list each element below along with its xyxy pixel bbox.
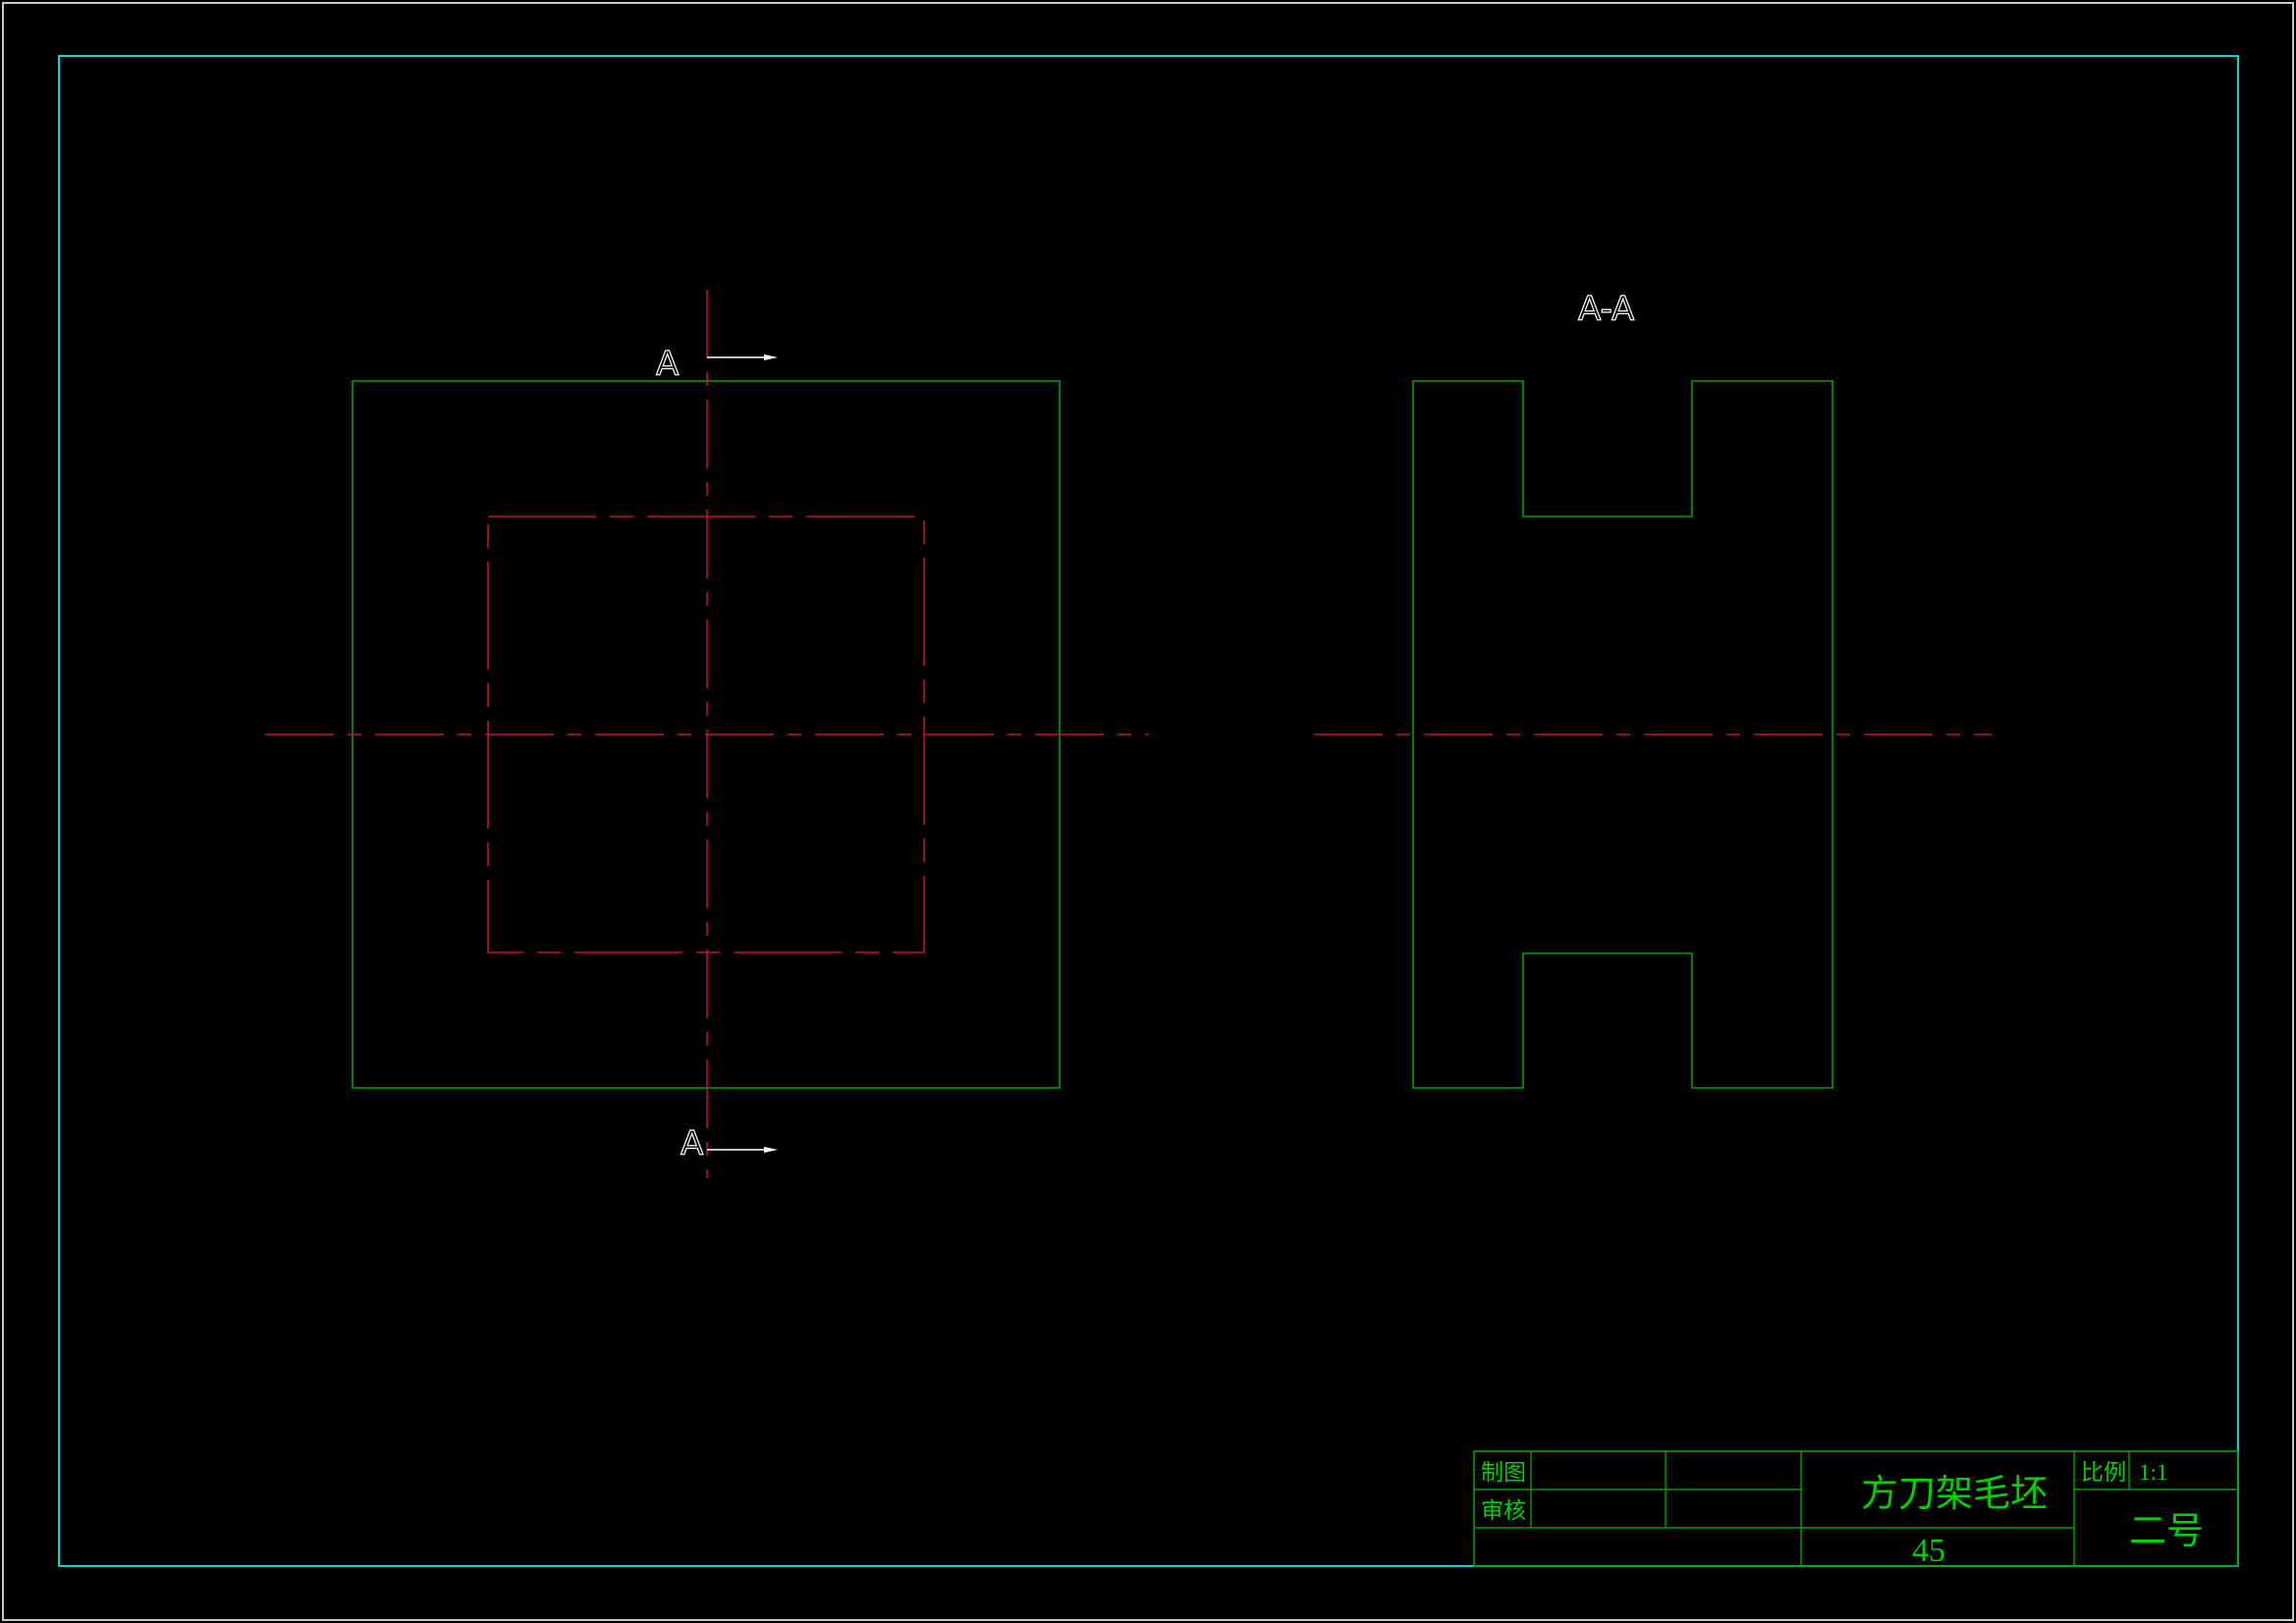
section-view-outline [1412, 380, 1833, 1089]
part-name: 方刀架毛坯 [1861, 1472, 2048, 1515]
drawn-by-label: 制图 [1481, 1460, 1526, 1486]
sheet-size: 二号 [2129, 1509, 2204, 1552]
drawing-frame [58, 55, 2239, 1567]
scale-value: 1:1 [2139, 1460, 2167, 1485]
title-block-border [1473, 1450, 2239, 1567]
title-block: 制图 审核 方刀架毛坯 45 比例 1:1 二号 [1473, 1450, 2239, 1569]
section-arrowhead-top [764, 354, 778, 360]
section-label-top: A [656, 345, 679, 384]
section-view: A-A [1314, 289, 1992, 1089]
section-view-title: A-A [1578, 290, 1634, 329]
section-arrowhead-bottom [764, 1147, 778, 1153]
front-view: A A [265, 290, 1149, 1178]
section-label-bottom: A [681, 1124, 703, 1163]
checked-by-label: 审核 [1481, 1498, 1526, 1524]
scale-label: 比例 [2081, 1460, 2126, 1486]
material: 45 [1912, 1533, 1945, 1569]
